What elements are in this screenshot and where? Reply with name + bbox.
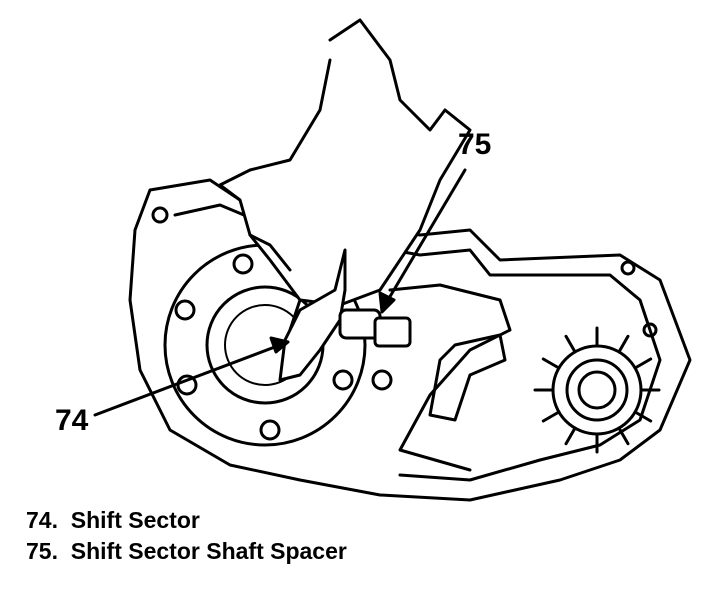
arrowhead-75 bbox=[378, 291, 396, 314]
bearing-spike bbox=[541, 410, 561, 423]
leader-75 bbox=[383, 168, 467, 307]
arrowhead-74 bbox=[269, 336, 290, 354]
legend-label: Shift Sector bbox=[70, 507, 200, 533]
legend-item-75: 75. Shift Sector Shaft Spacer bbox=[26, 538, 347, 565]
callout-75: 75 bbox=[458, 128, 492, 161]
legend-number: 74. bbox=[26, 507, 58, 533]
bearing bbox=[551, 344, 643, 436]
bearing-spike bbox=[633, 357, 653, 370]
shaft-spacer bbox=[338, 308, 412, 348]
hand bbox=[218, 18, 472, 307]
callout-74: 74 bbox=[55, 404, 89, 437]
legend-number: 75. bbox=[26, 538, 58, 564]
bearing-spike bbox=[564, 334, 577, 354]
bearing-spike bbox=[617, 334, 630, 354]
bearing-spike bbox=[617, 426, 630, 446]
leader-74 bbox=[93, 343, 282, 417]
bearing-spike bbox=[633, 410, 653, 423]
legend-item-74: 74. Shift Sector bbox=[26, 507, 200, 534]
legend-label: Shift Sector Shaft Spacer bbox=[70, 538, 347, 564]
bearing-spike bbox=[541, 357, 561, 370]
bearing-spike bbox=[564, 426, 577, 446]
shift-sector bbox=[278, 248, 347, 382]
bracket bbox=[428, 333, 507, 422]
bearing-spikes bbox=[533, 326, 661, 454]
